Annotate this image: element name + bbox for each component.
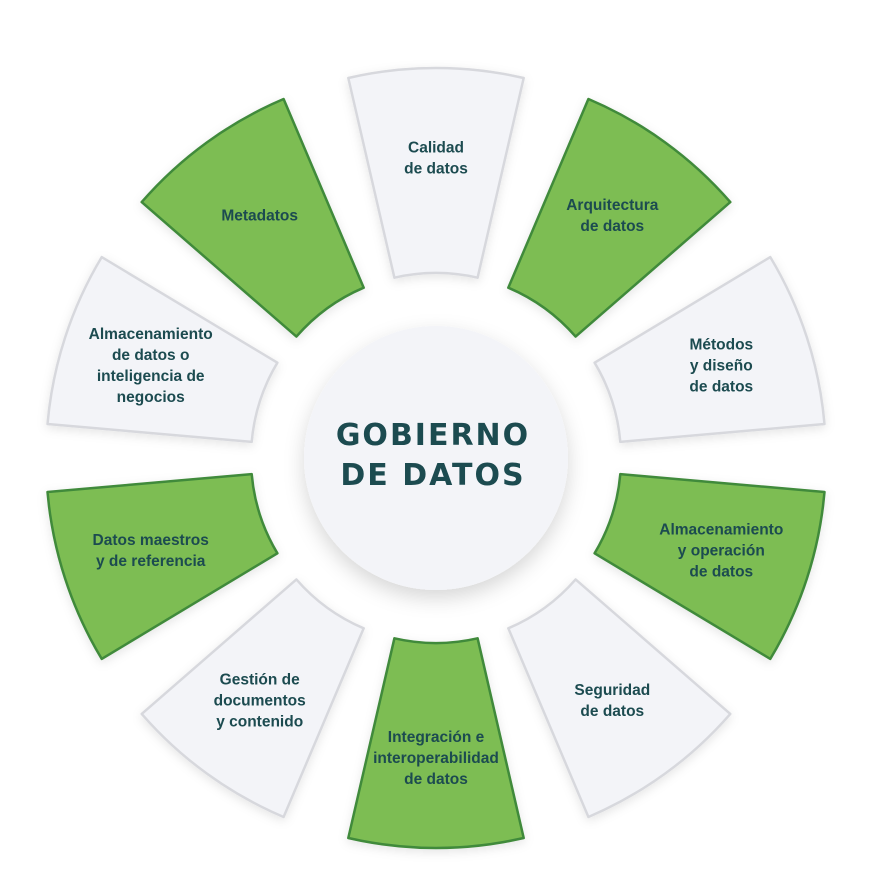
segment-shape-calidad bbox=[347, 66, 525, 279]
segment-shape-seguridad bbox=[507, 578, 732, 819]
center-circle bbox=[304, 326, 568, 590]
segment-label-line: y contenido bbox=[216, 714, 303, 731]
segment-label-metodos: Métodos y diseño de datos bbox=[689, 336, 753, 395]
segment-metadatos: Metadatos bbox=[140, 97, 365, 338]
segment-label-line: Métodos bbox=[689, 336, 753, 353]
segment-shape-arquitectura bbox=[507, 97, 732, 338]
segment-label-datos-maestros: Datos maestros y de referencia bbox=[93, 532, 209, 570]
segment-almacenamiento-operacion: Almacenamiento y operación de datos bbox=[593, 472, 826, 661]
segment-label-integracion: Integración e interoperabilidad de datos bbox=[373, 729, 499, 788]
segment-label-line: y de referencia bbox=[96, 553, 206, 570]
segment-label-calidad: Calidad de datos bbox=[404, 140, 468, 178]
segment-shape-metodos bbox=[593, 255, 826, 444]
segment-label-line: de datos bbox=[404, 771, 468, 788]
segment-label-line: Calidad bbox=[408, 140, 464, 157]
segment-shape-datos-maestros bbox=[46, 472, 279, 661]
segment-label-line: Integración e bbox=[388, 729, 485, 746]
segment-label-line: inteligencia de bbox=[97, 368, 205, 385]
segment-label-line: de datos bbox=[580, 218, 644, 235]
center-title-line-1: GOBIERNO bbox=[336, 418, 530, 453]
segment-label-line: de datos bbox=[580, 703, 644, 720]
segment-metodos: Métodos y diseño de datos bbox=[593, 255, 826, 444]
segment-label-almacenamiento-operacion: Almacenamiento y operación de datos bbox=[659, 522, 783, 581]
segment-shape-metadatos bbox=[140, 97, 365, 338]
segment-label-line: de datos bbox=[689, 564, 753, 581]
center-hub: GOBIERNO DE DATOS bbox=[304, 326, 568, 590]
segment-label-line: Seguridad bbox=[574, 682, 650, 699]
segment-seguridad: Seguridad de datos bbox=[507, 578, 732, 819]
segment-label-metadatos: Metadatos bbox=[221, 207, 298, 224]
segment-shape-almacenamiento-operacion bbox=[593, 472, 826, 661]
segment-almacenamiento-bi: Almacenamiento de datos o inteligencia de n… bbox=[46, 255, 279, 444]
segment-label-line: Gestión de bbox=[220, 672, 300, 689]
segment-gestion-documentos: Gestión de documentos y contenido bbox=[140, 578, 365, 819]
segment-label-line: y operación bbox=[678, 543, 765, 560]
segment-label-line: Almacenamiento bbox=[659, 522, 783, 539]
segment-label-line: Arquitectura bbox=[566, 197, 659, 214]
segment-label-almacenamiento-bi: Almacenamiento de datos o inteligencia de n… bbox=[89, 326, 213, 406]
segment-shape-integracion bbox=[347, 637, 525, 850]
segment-label-line: documentos bbox=[214, 693, 306, 710]
segment-label-seguridad: Seguridad de datos bbox=[574, 682, 650, 720]
segment-label-line: de datos bbox=[689, 378, 753, 395]
center-title-line-2: DE DATOS bbox=[340, 458, 525, 493]
segment-shape-almacenamiento-bi bbox=[46, 255, 279, 444]
segment-datos-maestros: Datos maestros y de referencia bbox=[46, 472, 279, 661]
segment-shape-gestion-documentos bbox=[140, 578, 365, 819]
segment-label-arquitectura: Arquitectura de datos bbox=[566, 197, 659, 235]
segment-label-line: Metadatos bbox=[221, 207, 298, 224]
segment-arquitectura: Arquitectura de datos bbox=[507, 97, 732, 338]
segment-calidad: Calidad de datos bbox=[347, 66, 525, 279]
segment-label-line: y diseño bbox=[690, 357, 753, 374]
segment-label-line: Almacenamiento bbox=[89, 326, 213, 343]
segment-label-line: de datos bbox=[404, 161, 468, 178]
segment-label-line: Datos maestros bbox=[93, 532, 209, 549]
segment-integracion: Integración e interoperabilidad de datos bbox=[347, 637, 525, 850]
segment-label-line: interoperabilidad bbox=[373, 750, 499, 767]
segment-label-line: negocios bbox=[117, 389, 185, 406]
segment-label-gestion-documentos: Gestión de documentos y contenido bbox=[214, 672, 306, 731]
segment-label-line: de datos o bbox=[112, 347, 190, 364]
